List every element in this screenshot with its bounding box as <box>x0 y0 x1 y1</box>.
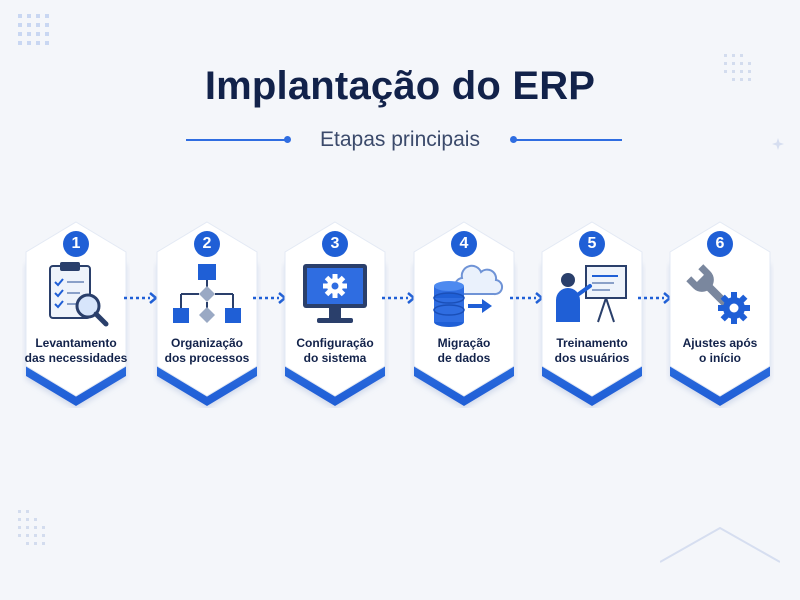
page-subtitle: Etapas principais <box>320 128 480 151</box>
step-number-badge: 3 <box>322 231 348 257</box>
step-number-badge: 5 <box>579 231 605 257</box>
step-number-badge: 6 <box>707 231 733 257</box>
clipboard-magnifier-icon <box>49 262 109 327</box>
decorative-dots-bottom-left <box>18 510 45 545</box>
presentation-board-icon <box>556 265 627 323</box>
step-label-line-2: de dados <box>437 351 491 365</box>
step-number-badge: 1 <box>63 231 89 257</box>
subtitle-line-left <box>186 139 286 141</box>
subtitle-line-right <box>516 139 622 141</box>
process-flowchart-icon <box>173 264 241 323</box>
step-label-line-2: o início <box>699 351 741 365</box>
step-label: Organização dos processos <box>155 336 259 366</box>
step-label-line-2: das necessidades <box>24 351 128 365</box>
step-label: Migração de dados <box>412 336 516 366</box>
step-label-line-2: do sistema <box>303 351 367 365</box>
wrench-gear-icon <box>686 264 750 324</box>
step-label: Configuração do sistema <box>283 336 387 366</box>
subtitle-dot-left <box>284 136 291 143</box>
step-label-line-1: Ajustes após <box>682 336 758 350</box>
page-title: Implantação do ERP <box>204 64 596 108</box>
step-label-line-2: dos processos <box>164 351 250 365</box>
step-label: Treinamento dos usuários <box>540 336 644 366</box>
step-5: 5 Treinamento dos usuários <box>538 218 646 408</box>
step-4: 4 Migração de dados <box>410 218 518 408</box>
subtitle-row: Etapas principais <box>0 126 800 156</box>
decorative-chevron-bottom-right <box>660 526 780 563</box>
decorative-dots-top-right <box>724 54 751 81</box>
step-label-line-1: Migração <box>437 336 491 350</box>
step-label-line-1: Organização <box>170 336 244 350</box>
step-label: Levantamento das necessidades <box>24 336 128 366</box>
decorative-dots-top-left <box>18 14 49 45</box>
step-label-line-2: dos usuários <box>554 351 630 365</box>
step-number-badge: 2 <box>194 231 220 257</box>
step-number-badge: 4 <box>451 231 477 257</box>
monitor-gear-icon <box>303 264 367 323</box>
step-label-line-1: Levantamento <box>35 336 117 350</box>
step-1: 1 Levantamento das necessidades <box>22 218 130 408</box>
arrow-1-to-2 <box>124 292 158 304</box>
step-label-line-1: Treinamento <box>556 336 628 350</box>
subtitle-dot-right <box>510 136 517 143</box>
step-label: Ajustes após o início <box>668 336 772 366</box>
step-label-line-1: Configuração <box>296 336 374 350</box>
step-3: 3 Configuração do sistema <box>281 218 389 408</box>
step-2: 2 Organização dos processos <box>153 218 261 408</box>
step-6: 6 Ajustes após o início <box>666 218 774 408</box>
database-cloud-icon <box>433 264 504 327</box>
decorative-sparkle <box>772 138 784 150</box>
